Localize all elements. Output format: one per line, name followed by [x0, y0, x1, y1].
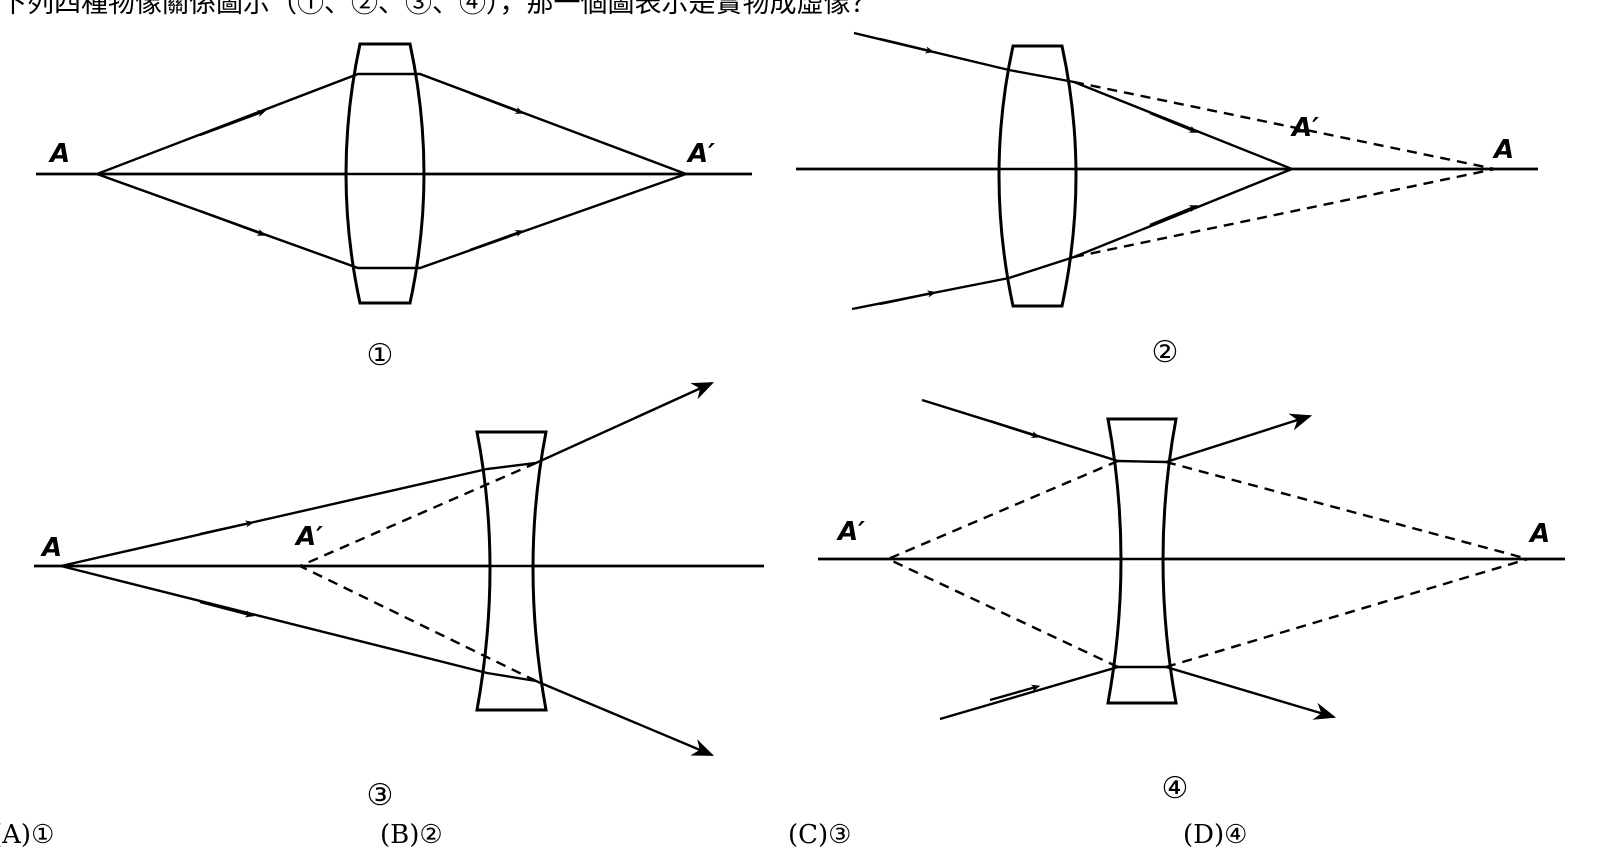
- fig4-object-label: A: [1528, 519, 1550, 549]
- figure-2: A′ A ②: [796, 31, 1538, 370]
- fig2-object-label: A: [1492, 135, 1514, 165]
- choice-d[interactable]: (D)④: [1183, 820, 1248, 850]
- fig3-object-label: A: [40, 533, 62, 563]
- fig3-image-label: A′: [294, 522, 323, 552]
- fig4-dashed-upper-left: [887, 459, 1119, 561]
- figure-3: A A′ ③: [34, 381, 764, 813]
- fig4-ray-lower: [939, 665, 1337, 721]
- fig1-arrow-4: [469, 230, 525, 252]
- fig3-dashed-lower: [299, 564, 537, 683]
- choice-a[interactable]: (A)①: [0, 820, 55, 850]
- choice-b[interactable]: (B)②: [380, 820, 443, 850]
- fig4-dashed-lower-left: [887, 557, 1119, 669]
- fig3-ray-upper: [60, 381, 715, 568]
- question-text: 下列四種物像關係圖示（①、②、③、④），那一個圖表示是實物成虛像？: [0, 0, 878, 19]
- fig2-convex-lens: [997, 44, 1078, 308]
- fig2-image-label: A′: [1290, 113, 1319, 143]
- fig1-arrow-1: [199, 110, 267, 137]
- fig4-arrow-2: [989, 684, 1041, 702]
- fig2-arrow-2: [879, 290, 937, 306]
- choice-c[interactable]: (C)③: [788, 820, 852, 850]
- fig2-dashed-upper: [1073, 80, 1496, 171]
- fig4-image-label: A′: [836, 517, 865, 547]
- fig2-dashed-lower: [1073, 167, 1496, 259]
- figure-1: A A′ ①: [36, 42, 752, 373]
- fig4-dashed-upper-right: [1165, 460, 1529, 561]
- fig3-arrow-1: [199, 520, 255, 536]
- fig1-arrow-2: [199, 209, 267, 236]
- fig3-arrow-2: [199, 600, 255, 618]
- fig3-concave-lens: [475, 430, 548, 712]
- fig4-caption: ④: [1162, 771, 1189, 806]
- figure-4: A′ A ④: [818, 398, 1565, 806]
- fig1-image-label: A′: [686, 139, 715, 169]
- fig3-caption: ③: [367, 778, 394, 813]
- fig4-arrow-1: [989, 419, 1041, 439]
- fig2-arrow-4: [1149, 205, 1199, 227]
- fig2-arrow-1: [879, 37, 935, 54]
- fig2-caption: ②: [1152, 335, 1179, 370]
- fig4-dashed-lower-right: [1165, 557, 1529, 669]
- fig3-ray-lower: [60, 564, 715, 757]
- fig1-arrow-3: [469, 91, 525, 114]
- fig1-object-label: A: [48, 139, 70, 169]
- fig2-arrow-3: [1149, 111, 1199, 133]
- fig3-dashed-upper: [299, 461, 537, 568]
- fig4-concave-lens: [1106, 417, 1178, 705]
- fig1-caption: ①: [367, 338, 394, 373]
